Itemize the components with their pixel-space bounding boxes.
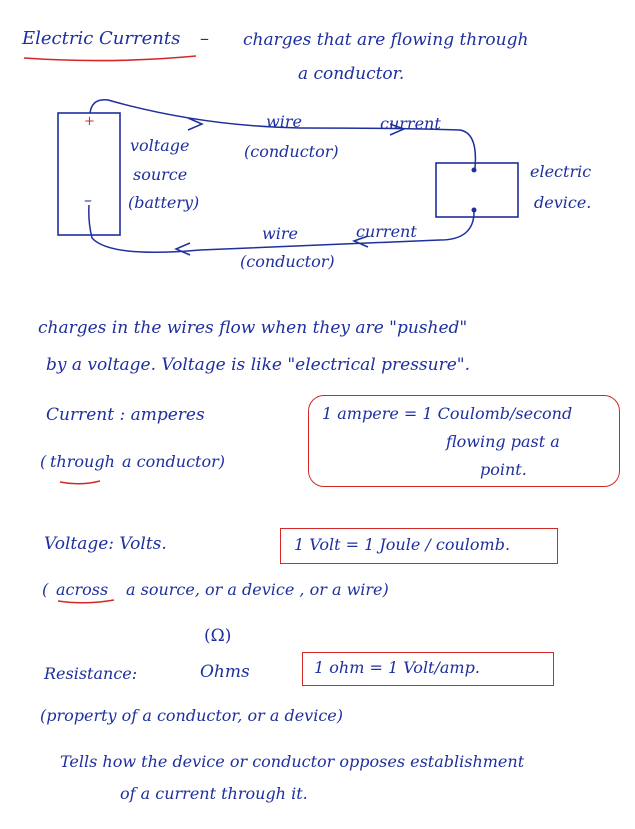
paragraph-line-1: charges in the wires flow when they are … bbox=[38, 318, 468, 338]
current-note-open: ( bbox=[40, 452, 47, 471]
device-box bbox=[435, 162, 519, 218]
definition-line-2: a conductor. bbox=[298, 64, 405, 84]
bottom-wire-line bbox=[88, 204, 475, 254]
resistance-note: (property of a conductor, or a device) bbox=[40, 706, 344, 725]
across-underline bbox=[57, 599, 115, 604]
page-title: Electric Currents bbox=[22, 28, 181, 49]
voltage-term: Voltage: Volts. bbox=[44, 534, 167, 554]
battery-box bbox=[57, 112, 121, 236]
ohm-def: 1 ohm = 1 Volt/amp. bbox=[314, 658, 480, 677]
volt-def: 1 Volt = 1 Joule / coulomb. bbox=[294, 535, 511, 554]
tells-line-1: Tells how the device or conductor oppose… bbox=[60, 752, 525, 771]
definition-line-1: charges that are flowing through bbox=[243, 30, 529, 50]
top-current-arrow bbox=[389, 123, 407, 136]
title-dash: – bbox=[200, 28, 209, 49]
bottom-current-label: current bbox=[356, 222, 417, 241]
device-label-2: device. bbox=[534, 193, 592, 212]
resistance-term: Resistance: bbox=[44, 664, 138, 683]
top-arrow bbox=[187, 117, 204, 131]
battery-minus: – bbox=[84, 190, 92, 209]
top-wire-label: wire bbox=[266, 112, 302, 131]
device-terminal-top bbox=[471, 167, 477, 173]
paragraph-line-2: by a voltage. Voltage is like "electrica… bbox=[46, 355, 470, 375]
source-label-1: voltage bbox=[130, 136, 190, 155]
voltage-note-underlined: across bbox=[56, 580, 109, 599]
ampere-definition-box bbox=[308, 395, 620, 487]
tells-line-2: of a current through it. bbox=[120, 784, 308, 803]
source-label-2: source bbox=[133, 165, 188, 184]
top-current-label: current bbox=[380, 114, 441, 133]
ampere-def-3: point. bbox=[480, 460, 527, 479]
current-term: Current : amperes bbox=[46, 405, 205, 425]
voltage-note-rest: a source, or a device , or a wire) bbox=[126, 580, 389, 599]
through-underline bbox=[59, 480, 101, 485]
source-label-3: (battery) bbox=[128, 193, 200, 212]
current-note-rest: a conductor) bbox=[122, 452, 225, 471]
title-underline bbox=[23, 55, 197, 62]
ohm-definition-box bbox=[302, 652, 554, 686]
bottom-wire-note: (conductor) bbox=[240, 252, 335, 271]
bottom-wire-label: wire bbox=[262, 224, 298, 243]
ampere-def-2: flowing past a bbox=[446, 432, 560, 451]
bottom-arrow bbox=[174, 242, 191, 256]
ohm-symbol: (Ω) bbox=[204, 626, 232, 646]
ampere-def-1: 1 ampere = 1 Coulomb/second bbox=[322, 404, 573, 423]
top-wire-line bbox=[89, 99, 477, 169]
volt-definition-box bbox=[280, 528, 558, 564]
top-wire-note: (conductor) bbox=[244, 142, 339, 161]
voltage-note-open: ( bbox=[42, 580, 49, 599]
device-label-1: electric bbox=[530, 162, 592, 181]
bottom-current-arrow bbox=[351, 235, 369, 248]
resistance-unit: Ohms bbox=[200, 662, 250, 682]
current-note-underlined: through bbox=[50, 452, 115, 471]
battery-plus: + bbox=[84, 114, 95, 129]
